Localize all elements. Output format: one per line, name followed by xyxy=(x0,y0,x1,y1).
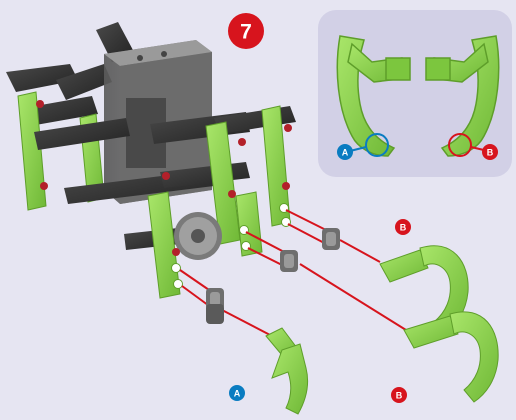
pin xyxy=(206,304,224,324)
gear xyxy=(174,212,222,260)
part-label-b-lower-text: B xyxy=(396,391,403,401)
pin xyxy=(280,250,298,272)
part-label-a-lower: A xyxy=(229,385,245,401)
connector-pins xyxy=(206,228,340,324)
step-number-badge: 7 xyxy=(228,13,264,49)
inset-panel: A B xyxy=(318,10,512,177)
inset-callout-b: B xyxy=(482,144,498,160)
step-number: 7 xyxy=(240,21,252,44)
inset-callout-a-label: A xyxy=(342,148,349,158)
inset-callout-a: A xyxy=(337,144,353,160)
inset-callout-b-label: B xyxy=(487,148,494,158)
robot-assembly xyxy=(6,22,296,299)
claw-part-a-lower xyxy=(265,327,309,415)
inset-claw-part-a xyxy=(336,35,411,157)
part-label-a-lower-text: A xyxy=(234,389,241,399)
claw-part-b-lower xyxy=(403,311,499,403)
part-label-b-upper: B xyxy=(395,219,411,235)
part-label-b-lower: B xyxy=(391,387,407,403)
pin xyxy=(322,228,340,250)
inset-claw-part-b xyxy=(425,35,500,157)
part-label-b-upper-text: B xyxy=(400,223,407,233)
